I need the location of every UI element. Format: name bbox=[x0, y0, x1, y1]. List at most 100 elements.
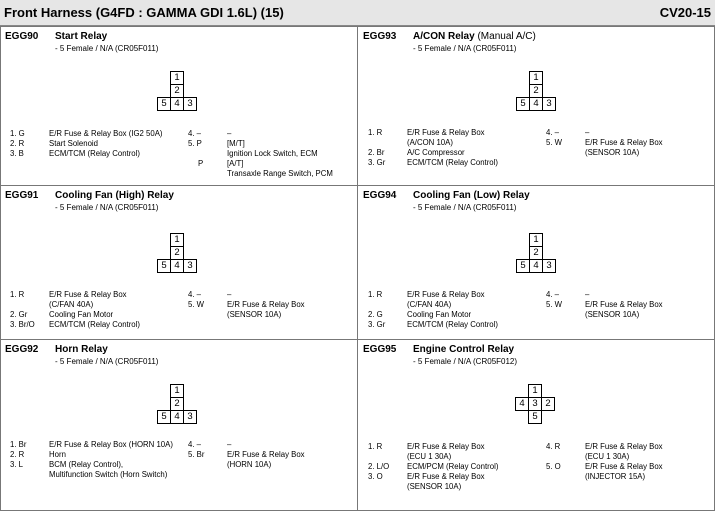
connector-name-sub: (Manual A/C) bbox=[477, 31, 536, 42]
connector-pin-cell: 5 bbox=[528, 410, 542, 424]
pin-description: Horn bbox=[49, 450, 66, 459]
connector-pin-cell: 1 bbox=[528, 384, 542, 398]
pin-description: E/R Fuse & Relay Box bbox=[407, 472, 485, 481]
row-divider-right-2 bbox=[357, 339, 715, 340]
pin-number: 3. L bbox=[10, 460, 24, 469]
pin-number: 3. Br/O bbox=[10, 320, 35, 329]
connector-code: EGG94 bbox=[363, 190, 397, 201]
pin-number: 3. O bbox=[368, 472, 383, 481]
pin-description: Multifunction Switch (Horn Switch) bbox=[49, 470, 168, 479]
connector-pin-cell: 4 bbox=[529, 97, 543, 111]
connector-name: Horn Relay bbox=[55, 344, 108, 355]
pin-number: 1. R bbox=[368, 290, 383, 299]
connector-code: EGG95 bbox=[363, 344, 397, 355]
pin-description: [M/T] bbox=[227, 139, 245, 148]
pin-description: E/R Fuse & Relay Box bbox=[49, 290, 127, 299]
connector-spec: - 5 Female / N/A (CR05F011) bbox=[55, 203, 159, 212]
pin-description: (C/FAN 40A) bbox=[407, 300, 452, 309]
pin-description: E/R Fuse & Relay Box bbox=[407, 442, 485, 451]
connector-code: EGG90 bbox=[5, 31, 39, 42]
pin-description: (A/CON 10A) bbox=[407, 138, 453, 147]
column-divider bbox=[357, 26, 358, 511]
connector-pin-cell: 4 bbox=[170, 97, 184, 111]
pin-description: E/R Fuse & Relay Box (HORN 10A) bbox=[49, 440, 173, 449]
page-header: Front Harness (G4FD : GAMMA GDI 1.6L) (1… bbox=[0, 0, 715, 26]
pin-description: [A/T] bbox=[227, 159, 244, 168]
connector-name-main: Cooling Fan (Low) Relay bbox=[413, 190, 530, 201]
pin-number: 5. W bbox=[546, 300, 563, 309]
pin-number: P bbox=[198, 159, 204, 168]
connector-name: Engine Control Relay bbox=[413, 344, 514, 355]
pin-description: E/R Fuse & Relay Box bbox=[407, 290, 485, 299]
connector-pin-cell: 1 bbox=[170, 71, 184, 85]
connector-pin-cell: 2 bbox=[529, 84, 543, 98]
pin-number: 5. P bbox=[188, 139, 202, 148]
pin-description: ECM/TCM (Relay Control) bbox=[49, 149, 140, 158]
connector-pin-cell: 5 bbox=[157, 259, 171, 273]
pin-description: E/R Fuse & Relay Box bbox=[585, 300, 663, 309]
connector-pin-cell: 3 bbox=[183, 97, 197, 111]
pin-number: 2. Gr bbox=[10, 310, 28, 319]
connector-name: Cooling Fan (High) Relay bbox=[55, 190, 174, 201]
connector-name: A/CON Relay (Manual A/C) bbox=[413, 31, 536, 42]
pin-description: – bbox=[585, 128, 590, 137]
connector-pin-cell: 3 bbox=[183, 410, 197, 424]
pin-description: (ECU 1 30A) bbox=[407, 452, 452, 461]
pin-description: ECM/TCM (Relay Control) bbox=[49, 320, 140, 329]
pin-description: ECM/PCM (Relay Control) bbox=[407, 462, 499, 471]
connector-spec: - 5 Female / N/A (CR05F011) bbox=[413, 44, 517, 53]
row-divider-right-1 bbox=[357, 185, 715, 186]
connector-pin-cell: 3 bbox=[542, 259, 556, 273]
pin-number: 5. W bbox=[546, 138, 563, 147]
pin-number: 2. G bbox=[368, 310, 383, 319]
connector-pin-cell: 5 bbox=[516, 97, 530, 111]
pin-description: Ignition Lock Switch, ECM bbox=[227, 149, 318, 158]
pin-number: 4. – bbox=[188, 129, 202, 138]
pin-number: 3. Gr bbox=[368, 320, 386, 329]
connector-panel-egg91: EGG91 Cooling Fan (High) Relay - 5 Female … bbox=[0, 186, 357, 339]
pin-number: 1. R bbox=[368, 128, 383, 137]
connector-pin-cell: 1 bbox=[170, 233, 184, 247]
connector-pin-cell: 4 bbox=[170, 410, 184, 424]
connector-pin-cell: 1 bbox=[529, 71, 543, 85]
pin-description: (SENSOR 10A) bbox=[585, 310, 640, 319]
pin-description: E/R Fuse & Relay Box bbox=[585, 442, 663, 451]
pin-description: (C/FAN 40A) bbox=[49, 300, 94, 309]
pin-description: Start Solenoid bbox=[49, 139, 98, 148]
connector-name-main: Engine Control Relay bbox=[413, 344, 515, 355]
connector-pin-cell: 5 bbox=[157, 97, 171, 111]
connector-pin-cell: 2 bbox=[541, 397, 555, 411]
pin-number: 5. W bbox=[188, 300, 205, 309]
pin-number: 4. R bbox=[546, 442, 561, 451]
pin-number: 2. R bbox=[10, 450, 25, 459]
page-title: Front Harness (G4FD : GAMMA GDI 1.6L) (1… bbox=[4, 5, 284, 20]
pin-description: E/R Fuse & Relay Box bbox=[227, 450, 305, 459]
connector-code: EGG92 bbox=[5, 344, 39, 355]
pin-description: BCM (Relay Control), bbox=[49, 460, 124, 469]
pin-description: (ECU 1 30A) bbox=[585, 452, 630, 461]
pin-description: E/R Fuse & Relay Box bbox=[407, 128, 485, 137]
pin-description: ECM/TCM (Relay Control) bbox=[407, 320, 498, 329]
pin-description: – bbox=[227, 290, 232, 299]
connector-code: EGG91 bbox=[5, 190, 39, 201]
connector-pin-cell: 2 bbox=[170, 397, 184, 411]
pin-description: Cooling Fan Motor bbox=[407, 310, 472, 319]
connector-pin-cell: 1 bbox=[170, 384, 184, 398]
connector-code: EGG93 bbox=[363, 31, 397, 42]
pin-number: 5. Br bbox=[188, 450, 205, 459]
pin-description: Transaxle Range Switch, PCM bbox=[227, 169, 333, 178]
pin-number: 3. Gr bbox=[368, 158, 386, 167]
connector-pin-cell: 5 bbox=[157, 410, 171, 424]
pin-description: (HORN 10A) bbox=[227, 460, 272, 469]
connector-spec: - 5 Female / N/A (CR05F011) bbox=[55, 44, 159, 53]
pin-description: (INJECTOR 15A) bbox=[585, 472, 646, 481]
connector-pin-cell: 2 bbox=[529, 246, 543, 260]
pin-number: 2. R bbox=[10, 139, 25, 148]
pin-description: E/R Fuse & Relay Box (IG2 50A) bbox=[49, 129, 163, 138]
connector-pin-cell: 1 bbox=[529, 233, 543, 247]
connector-panel-egg93: EGG93 A/CON Relay (Manual A/C) - 5 Female … bbox=[358, 27, 715, 185]
connector-pin-cell: 4 bbox=[515, 397, 529, 411]
pin-description: – bbox=[585, 290, 590, 299]
